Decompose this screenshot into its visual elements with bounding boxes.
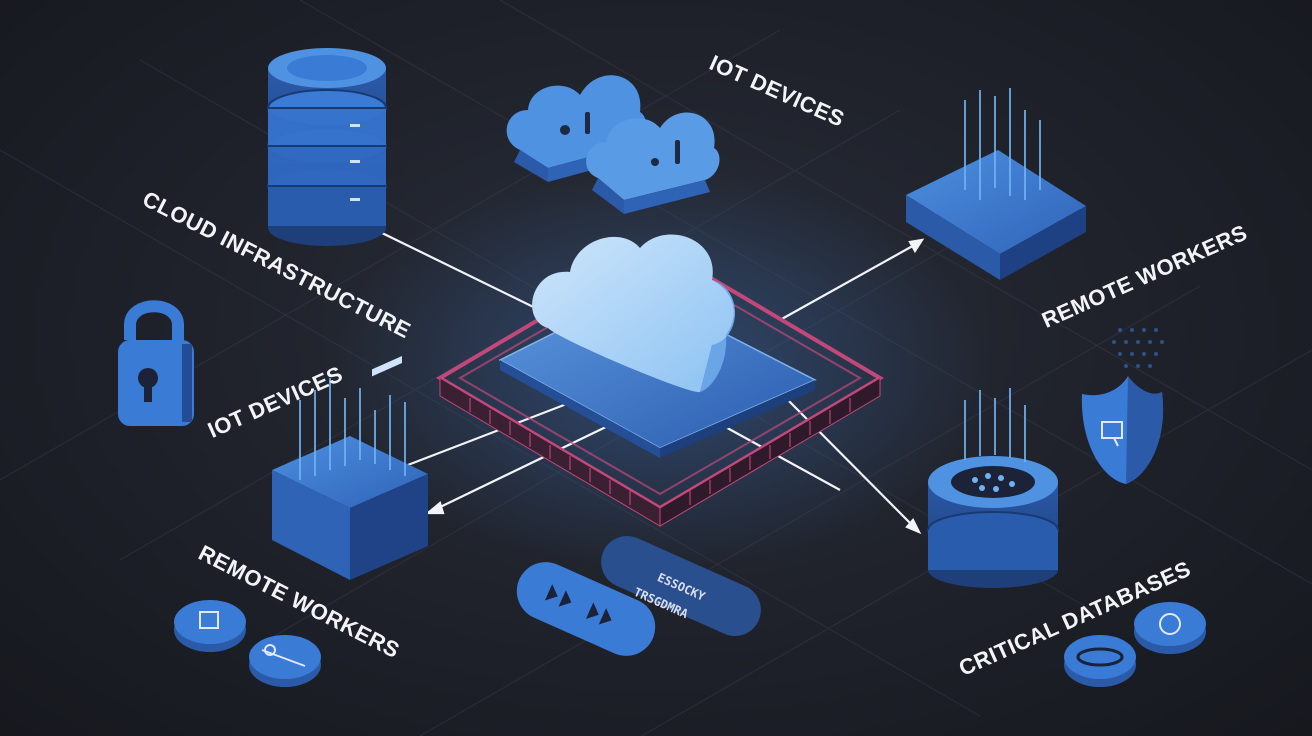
- connector-iot-left: [399, 393, 591, 470]
- data-stream-right: [964, 88, 1041, 200]
- connector-remote-right: [779, 242, 919, 321]
- chip-pins: [469, 398, 851, 505]
- server-stack-icon: [267, 48, 387, 246]
- arrowhead-remote-left: [424, 501, 445, 515]
- disk-icons-right: [1064, 602, 1206, 687]
- connector-db-2: [719, 423, 841, 491]
- iot-cloud-icons: [506, 75, 720, 214]
- data-stream-left: [299, 378, 406, 480]
- hardware-box-icon: [906, 88, 1086, 280]
- database-icon: [927, 388, 1059, 588]
- pill-lower: [516, 562, 656, 656]
- disk-icons-left: [174, 600, 321, 687]
- cloud-icon: [532, 234, 735, 393]
- arrowhead-remote-right: [908, 238, 925, 254]
- hardware-box-left: [272, 356, 428, 580]
- shield-icon: [1081, 376, 1164, 484]
- dot-matrix: [1112, 328, 1164, 368]
- arrowhead-db: [905, 518, 922, 535]
- data-stream-db: [964, 388, 1026, 462]
- connectors: [379, 231, 925, 535]
- connector-db: [779, 391, 916, 529]
- connector-remote-left: [433, 424, 611, 511]
- padlock-icon: [118, 300, 194, 426]
- pill-upper: [601, 536, 761, 636]
- connector-cloud-infra: [379, 231, 561, 321]
